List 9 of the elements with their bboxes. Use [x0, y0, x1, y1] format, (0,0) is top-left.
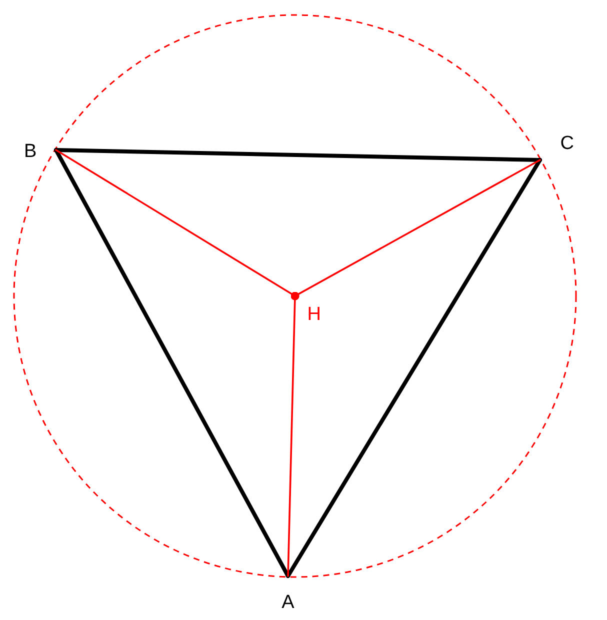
triangle-side [54, 148, 290, 578]
point-label: C [540, 134, 574, 160]
line-segment [287, 299, 296, 577]
triangle-side [54, 148, 542, 162]
line-segment [55, 149, 292, 295]
line-segment [298, 159, 541, 295]
point-label: A [276, 576, 300, 612]
triangle-side [286, 158, 542, 578]
point-label: B [24, 140, 56, 162]
